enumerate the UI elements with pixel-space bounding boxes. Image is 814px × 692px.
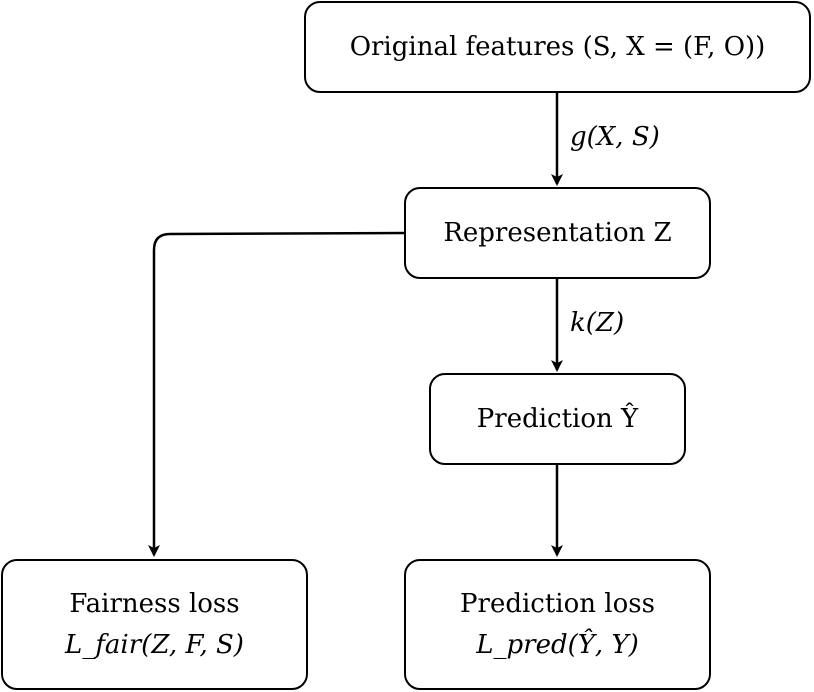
original-features-box: Original features (S, X = (F, O)): [304, 1, 811, 93]
representation-box: Representation Z: [404, 187, 711, 279]
prediction-box: Prediction Ŷ: [429, 373, 686, 465]
representation-label: Representation Z: [443, 217, 672, 248]
prediction-loss-title: Prediction loss: [460, 589, 655, 620]
fairness-loss-title: Fairness loss: [69, 589, 240, 620]
prediction-loss-box: Prediction loss L_pred(Ŷ, Y): [404, 559, 711, 690]
prediction-label: Prediction Ŷ: [476, 403, 639, 434]
original-features-label: Original features (S, X = (F, O)): [349, 31, 766, 62]
fairness-loss-formula: L_fair(Z, F, S): [65, 629, 244, 660]
arrow-representation-to-fairness-loss: [148, 231, 406, 557]
k-function-label: k(Z): [570, 308, 625, 338]
prediction-loss-formula: L_pred(Ŷ, Y): [476, 629, 639, 660]
fairness-loss-box: Fairness loss L_fair(Z, F, S): [1, 559, 308, 690]
g-function-label: g(X, S): [570, 122, 660, 152]
